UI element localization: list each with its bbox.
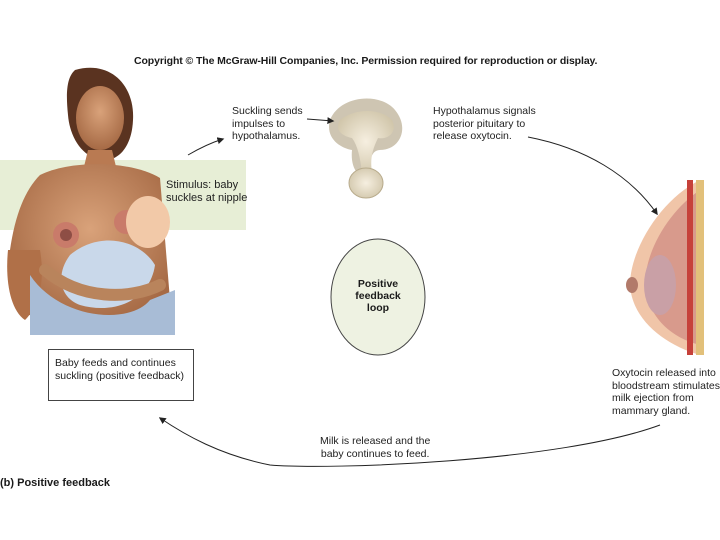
oxytocin-release-label: Oxytocin released into bloodstream stimu…: [612, 367, 720, 417]
arrow-to-suckling-label: [187, 137, 225, 156]
feedback-loop-label: Positive feedback loop: [355, 278, 401, 314]
arrow-to-breast: [527, 136, 658, 216]
breast-illustration: [626, 180, 704, 355]
feedback-loop-ellipse: [330, 238, 426, 356]
mother-and-baby-illustration: [7, 67, 175, 335]
arrow-back-to-baby: [158, 417, 661, 467]
baby-feeds-box: [48, 349, 194, 401]
figure-caption: (b) Positive feedback: [0, 477, 111, 489]
pituitary-illustration: [329, 98, 403, 199]
arrow-to-hypothalamus: [306, 117, 335, 125]
milk-release-label: Milk is released and the baby continues …: [320, 435, 431, 460]
stimulus-label: Stimulus: baby suckles at nipple: [166, 179, 248, 204]
hypothalamus-signal-label: Hypothalamus signals posterior pituitary…: [433, 105, 536, 142]
baby-feeds-label: Baby feeds and continues suckling (posit…: [55, 357, 184, 382]
suckling-impulses-label: Suckling sends impulses to hypothalamus.: [232, 105, 303, 142]
copyright-notice: Copyright © The McGraw-Hill Companies, I…: [134, 55, 598, 67]
